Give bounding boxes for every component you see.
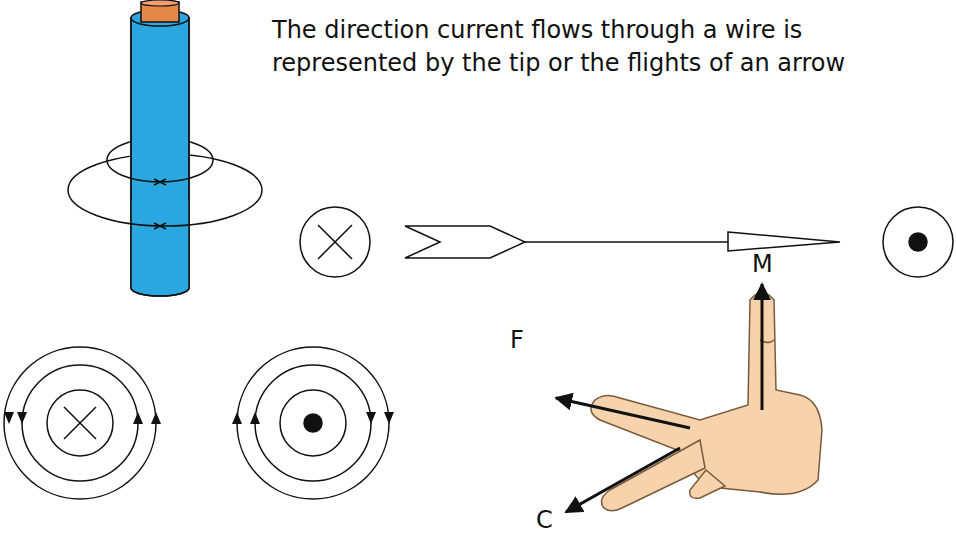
arrow-symbols: [300, 207, 953, 277]
caption-note: The direction current flows through a wi…: [272, 14, 912, 80]
axis-letter: C: [536, 506, 553, 534]
field-arrowheads: [4, 412, 394, 424]
rule-arrows: [556, 284, 762, 512]
axis-letter: M: [752, 250, 773, 278]
field-circles: [4, 347, 389, 499]
field-loops-front: [68, 160, 262, 229]
wire: [131, 0, 189, 296]
axis-letter: F: [510, 326, 524, 354]
